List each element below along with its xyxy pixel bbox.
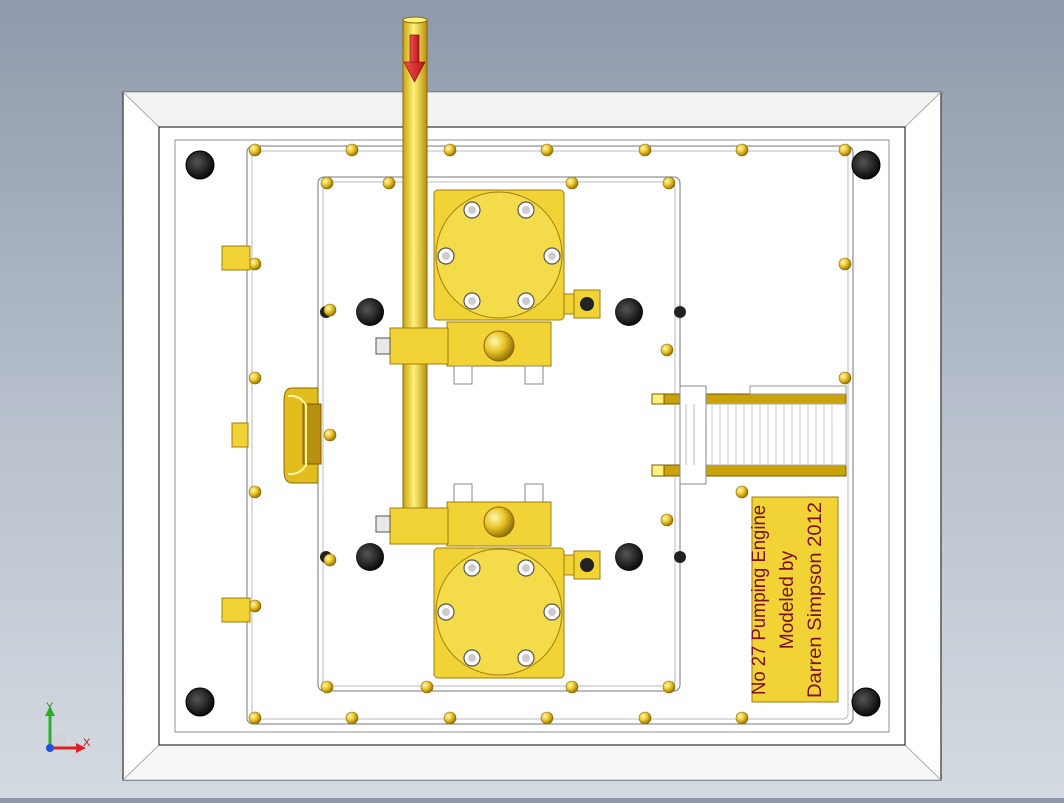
- inner-bolt: [356, 298, 384, 326]
- inner-bolt: [356, 543, 384, 571]
- upper-cylinder: [375, 189, 601, 385]
- side-block: [231, 422, 249, 448]
- corner-bolt: [851, 150, 881, 180]
- lower-cylinder: [375, 483, 601, 679]
- inner-bolt: [674, 551, 686, 563]
- inner-bolt: [674, 306, 686, 318]
- side-block: [221, 597, 251, 623]
- outer-rivets: [248, 143, 852, 725]
- eccentric-crank: [283, 387, 322, 484]
- inner-bolt: [615, 543, 643, 571]
- red-arrow-icon: [403, 34, 426, 83]
- corner-bolt: [851, 687, 881, 717]
- side-block: [221, 245, 251, 271]
- plaque-line-2: Modeled by: [777, 550, 798, 649]
- plaque-line-1: No 27 Pumping Engine: [749, 505, 770, 695]
- name-plaque: No 27 Pumping Engine Modeled by Darren S…: [749, 496, 839, 703]
- triad-x-label: X: [83, 737, 91, 749]
- axis-triad-icon: Y X: [45, 701, 91, 753]
- corner-bolts: [185, 150, 881, 717]
- piston-rod: [402, 16, 428, 513]
- inner-rivets: [320, 176, 676, 694]
- plaque-line-3: Darren Simpson 2012: [805, 502, 826, 698]
- corner-bolt: [185, 687, 215, 717]
- side-blocks: [221, 245, 251, 623]
- inner-bolt: [615, 298, 643, 326]
- flywheel-guide: [651, 385, 847, 485]
- corner-bolt: [185, 150, 215, 180]
- triad-y-label: Y: [46, 701, 54, 713]
